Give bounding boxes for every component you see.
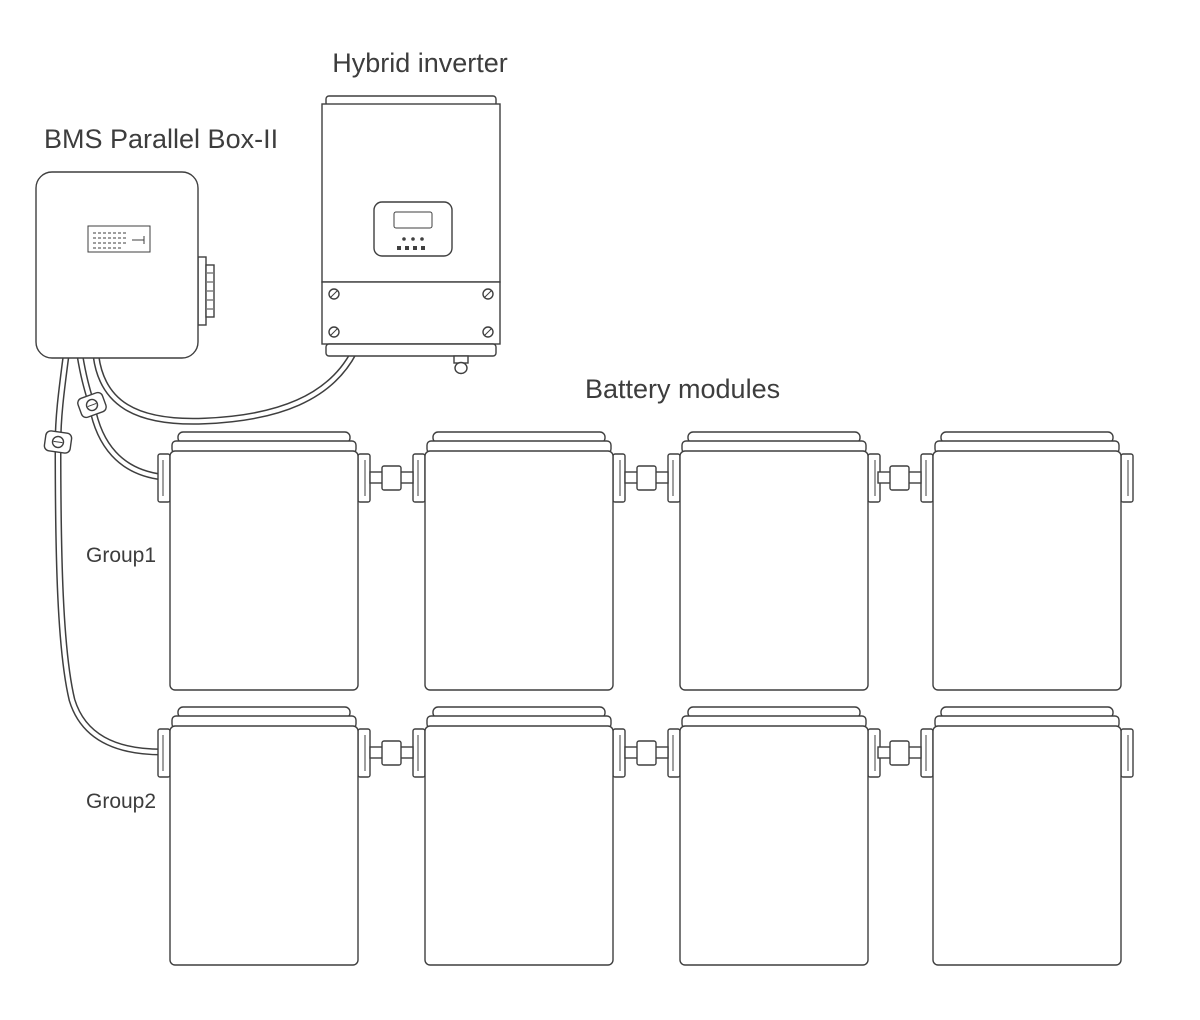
hybrid-inverter-label: Hybrid inverter bbox=[332, 48, 508, 78]
battery-module bbox=[157, 706, 371, 966]
bms-parallel-box bbox=[35, 171, 215, 359]
group2-label: Group2 bbox=[86, 790, 156, 813]
battery-module bbox=[157, 431, 371, 691]
inverter-bottom-connector bbox=[453, 355, 469, 375]
battery-module bbox=[667, 431, 881, 691]
inverter-display-panel bbox=[373, 201, 453, 257]
battery-group-1 bbox=[157, 431, 1134, 691]
hybrid-inverter bbox=[321, 95, 501, 375]
battery-module bbox=[920, 706, 1134, 966]
battery-link-connector bbox=[877, 740, 922, 766]
battery-module bbox=[412, 706, 626, 966]
battery-link-connector bbox=[624, 740, 669, 766]
battery-link-connector bbox=[877, 465, 922, 491]
group1-label: Group1 bbox=[86, 544, 156, 567]
clamp-icon bbox=[75, 390, 109, 420]
battery-module bbox=[667, 706, 881, 966]
cables bbox=[43, 348, 358, 756]
cable-bms-to-inverter bbox=[92, 348, 358, 425]
battery-module bbox=[920, 431, 1134, 691]
bms-parallel-box-label: BMS Parallel Box-II bbox=[44, 124, 278, 154]
clamp-icon bbox=[43, 429, 73, 455]
screw-icon bbox=[328, 326, 340, 338]
battery-link-connector bbox=[369, 740, 414, 766]
screw-icon bbox=[482, 288, 494, 300]
battery-modules-label: Battery modules bbox=[585, 374, 780, 404]
screw-icon bbox=[482, 326, 494, 338]
bms-display-panel bbox=[87, 225, 151, 253]
battery-link-connector bbox=[369, 465, 414, 491]
battery-group-2 bbox=[157, 706, 1134, 966]
battery-link-connector bbox=[624, 465, 669, 491]
battery-module bbox=[412, 431, 626, 691]
cable-bms-to-group2 bbox=[54, 352, 166, 756]
screw-icon bbox=[328, 288, 340, 300]
